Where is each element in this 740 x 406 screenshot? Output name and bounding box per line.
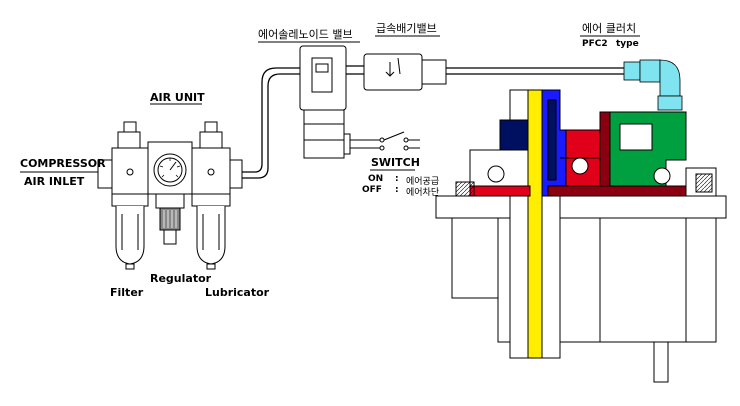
- shaft-end: [653, 341, 669, 383]
- pfc2-model-label: PFC2: [582, 39, 608, 49]
- air-inlet-label: AIR INLET: [24, 175, 85, 188]
- lubricator-label: Lubricator: [205, 286, 270, 299]
- on-description: 에어공급: [406, 177, 440, 187]
- on-label: ON: [368, 174, 384, 184]
- air-unit-label: AIR UNIT: [150, 91, 205, 104]
- air-unit: [97, 121, 243, 270]
- pfc2-type-label: type: [616, 39, 639, 49]
- lubricator-unit: [191, 121, 231, 270]
- off-colon: :: [395, 185, 399, 195]
- switch-wiring: [350, 131, 420, 151]
- off-description: 에어차단: [406, 188, 440, 198]
- air-clutch: [435, 89, 727, 383]
- regulator-unit: [147, 141, 193, 245]
- switch-label: SWITCH: [371, 156, 420, 169]
- filter-unit: [111, 121, 149, 270]
- solenoid-valve: [299, 45, 351, 159]
- solenoid-valve-label: 에어솔레노이드 밸브: [258, 28, 353, 41]
- regulator-label: Regulator: [150, 272, 212, 285]
- switch-blade: [383, 131, 405, 141]
- filter-label: Filter: [110, 286, 144, 299]
- friction-disc: [527, 89, 543, 359]
- compressor-label: COMPRESSOR: [20, 157, 106, 170]
- air-line: [240, 65, 625, 179]
- quick-exhaust-valve-label: 급속배기밸브: [376, 22, 437, 35]
- air-clutch-label: 에어 클러치: [582, 22, 637, 35]
- elbow-fitting: [623, 59, 683, 111]
- quick-exhaust-valve: [363, 53, 447, 91]
- on-colon: :: [395, 174, 399, 184]
- off-label: OFF: [362, 185, 382, 195]
